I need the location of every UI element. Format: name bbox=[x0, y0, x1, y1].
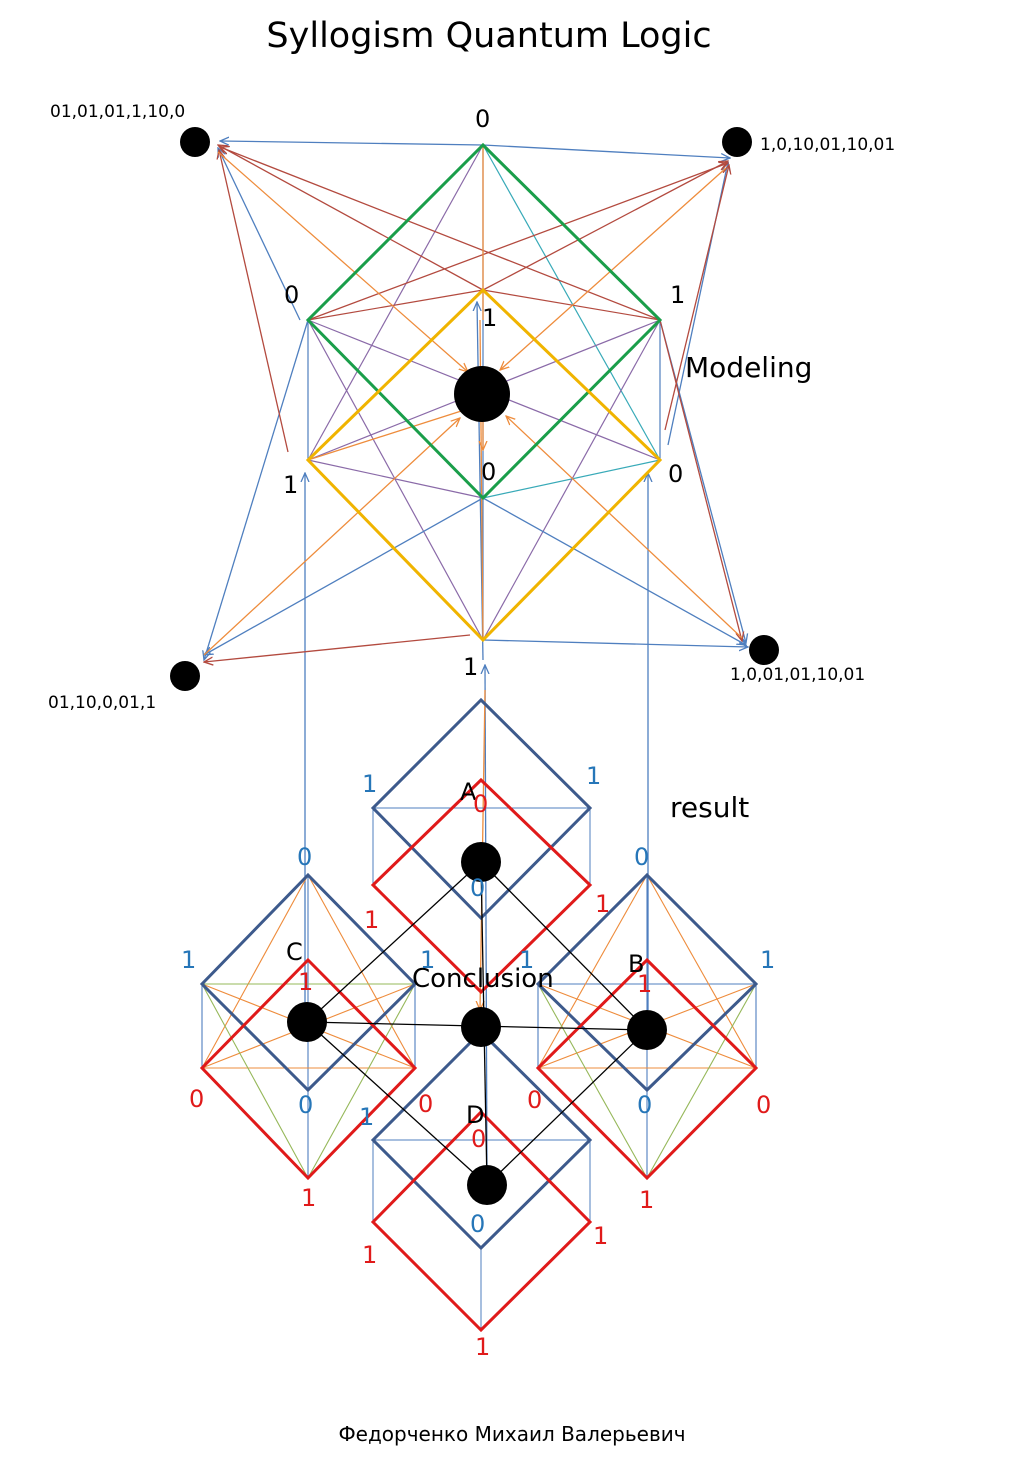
bit-label: 0 bbox=[189, 1085, 204, 1113]
vertex-value: 1 bbox=[670, 281, 685, 309]
node-top-left bbox=[180, 127, 210, 157]
state-label-top-right: 1,0,10,01,10,01 bbox=[760, 135, 895, 155]
node-bottom-left bbox=[170, 661, 200, 691]
bit-label: 0 bbox=[470, 1210, 485, 1238]
bit-label: 0 bbox=[470, 874, 485, 902]
vertex-value: 0 bbox=[668, 460, 683, 488]
vertex-value: 1 bbox=[283, 471, 298, 499]
bit-label: 1 bbox=[593, 1222, 608, 1250]
vertex-value: 1 bbox=[482, 304, 497, 332]
figure-d bbox=[370, 1029, 593, 1333]
bit-label: 1 bbox=[519, 946, 534, 974]
bit-label: 1 bbox=[637, 970, 652, 998]
bit-label: 1 bbox=[362, 770, 377, 798]
bit-label: 1 bbox=[595, 890, 610, 918]
figure-b bbox=[535, 872, 759, 1181]
bit-label: 0 bbox=[297, 843, 312, 871]
bit-label: 1 bbox=[359, 1103, 374, 1131]
figure-names: A C B D bbox=[286, 778, 644, 1129]
vertex-value: 0 bbox=[475, 105, 490, 133]
modeling-label: Modeling bbox=[685, 351, 812, 384]
conclusion-label: Conclusion bbox=[412, 964, 554, 994]
bit-label: 0 bbox=[756, 1091, 771, 1119]
bit-label: 1 bbox=[475, 1333, 490, 1361]
bit-label: 1 bbox=[298, 968, 313, 996]
bit-label: 1 bbox=[301, 1184, 316, 1212]
state-label-bottom-right: 1,0,01,01,10,01 bbox=[730, 665, 865, 685]
vertex-value: 0 bbox=[481, 458, 496, 486]
vertex-value: 1 bbox=[463, 653, 478, 681]
bit-label: 0 bbox=[418, 1090, 433, 1118]
state-label-bottom-left: 01,10,0,01,1 bbox=[48, 693, 156, 713]
bit-label: 1 bbox=[586, 762, 601, 790]
figure-name: D bbox=[466, 1101, 484, 1129]
state-label-top-left: 01,01,01,1,10,0 bbox=[50, 102, 185, 122]
vertex-value: 0 bbox=[284, 281, 299, 309]
yellow-diamond bbox=[305, 287, 663, 643]
figure-name: A bbox=[460, 778, 477, 806]
node-top-right bbox=[722, 127, 752, 157]
node-bottom-right bbox=[749, 635, 779, 665]
figure-name: C bbox=[286, 938, 303, 966]
conclusion-node bbox=[461, 1007, 501, 1047]
bit-label: 0 bbox=[298, 1091, 313, 1119]
bit-label: 1 bbox=[181, 946, 196, 974]
figure-a bbox=[370, 697, 593, 995]
figure-name: B bbox=[628, 950, 644, 978]
bit-label: 1 bbox=[420, 946, 435, 974]
modeling-arrows bbox=[204, 141, 748, 1181]
bit-label: 0 bbox=[527, 1086, 542, 1114]
bit-label: 1 bbox=[364, 906, 379, 934]
page-title: Syllogism Quantum Logic bbox=[266, 16, 711, 56]
bit-label: 0 bbox=[471, 1125, 486, 1153]
modeling-vertex-values: 0 0 1 1 0 1 0 1 bbox=[283, 105, 685, 681]
author-name: Федорченко Михаил Валерьевич bbox=[338, 1422, 685, 1446]
bit-label: 1 bbox=[362, 1241, 377, 1269]
blue-bit-labels: 1 1 0 1 1 0 0 1 1 0 1 0 0 bbox=[181, 762, 775, 1238]
bit-label: 0 bbox=[637, 1091, 652, 1119]
red-bit-labels: 0 1 1 1 0 0 1 1 0 0 1 0 1 1 1 bbox=[189, 790, 771, 1361]
green-diamond bbox=[305, 142, 663, 501]
bit-label: 0 bbox=[473, 790, 488, 818]
bit-label: 1 bbox=[639, 1186, 654, 1214]
bit-label: 1 bbox=[760, 946, 775, 974]
result-label: result bbox=[670, 791, 749, 824]
modeling-center-node bbox=[454, 366, 510, 422]
bit-label: 0 bbox=[634, 843, 649, 871]
